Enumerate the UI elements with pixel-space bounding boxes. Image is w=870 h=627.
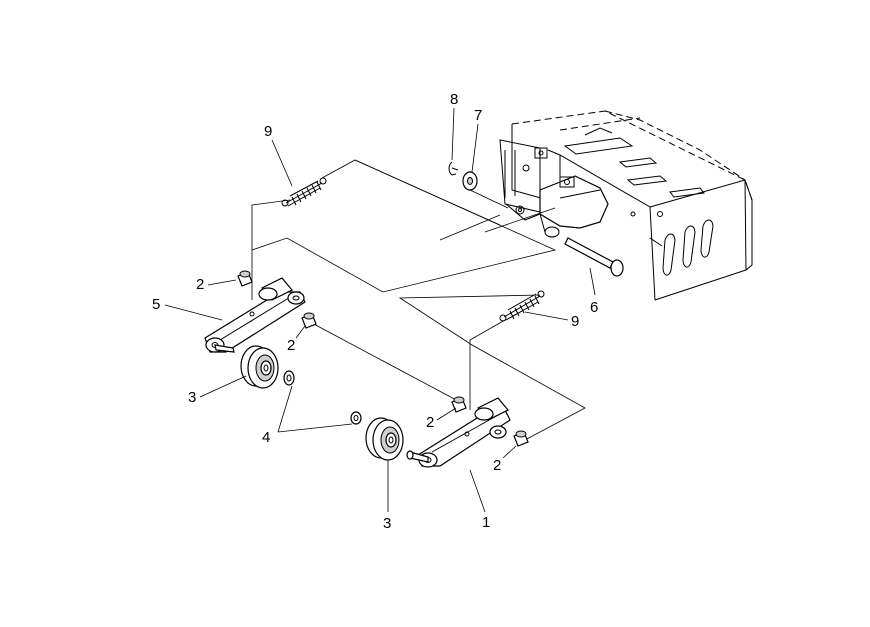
callout-7: 7 [474,107,482,124]
assembly-line-washer [469,189,509,209]
callout-4: 4 [262,429,270,446]
callout-2-c: 2 [426,414,434,431]
frame-bracket-assembly [499,110,753,301]
callout-3-lower: 3 [383,515,391,532]
snap-ring-4-lower [350,411,362,425]
spring-9-lower [499,290,545,322]
cotter-pin-8 [448,161,459,176]
bushing-2-c [451,396,467,413]
pin-6 [564,237,624,277]
callout-3-upper: 3 [188,389,196,406]
callout-labels: 8 7 9 2 5 2 3 4 2 2 3 1 6 9 [152,91,598,532]
leader-lines [164,107,596,513]
bushing-2-a [237,270,253,287]
callout-9-lower: 9 [571,313,579,330]
callout-6: 6 [590,299,598,316]
pulley-3-upper [240,345,279,389]
arm-5 [204,277,306,353]
callout-1: 1 [482,514,490,531]
callout-2-a: 2 [196,276,204,293]
arm-1 [406,397,511,468]
snap-ring-4-upper [283,370,295,386]
bushing-2-d [513,430,529,447]
callout-2-b: 2 [287,337,295,354]
washer-7 [462,171,478,191]
assembly-guide-lines [251,159,586,441]
callout-2-d: 2 [493,457,501,474]
callout-9-upper: 9 [264,123,272,140]
bushing-2-b [301,312,317,329]
callout-8: 8 [450,91,458,108]
spring-9-upper [281,177,327,207]
callout-5: 5 [152,296,160,313]
pulley-3-lower [365,417,404,461]
